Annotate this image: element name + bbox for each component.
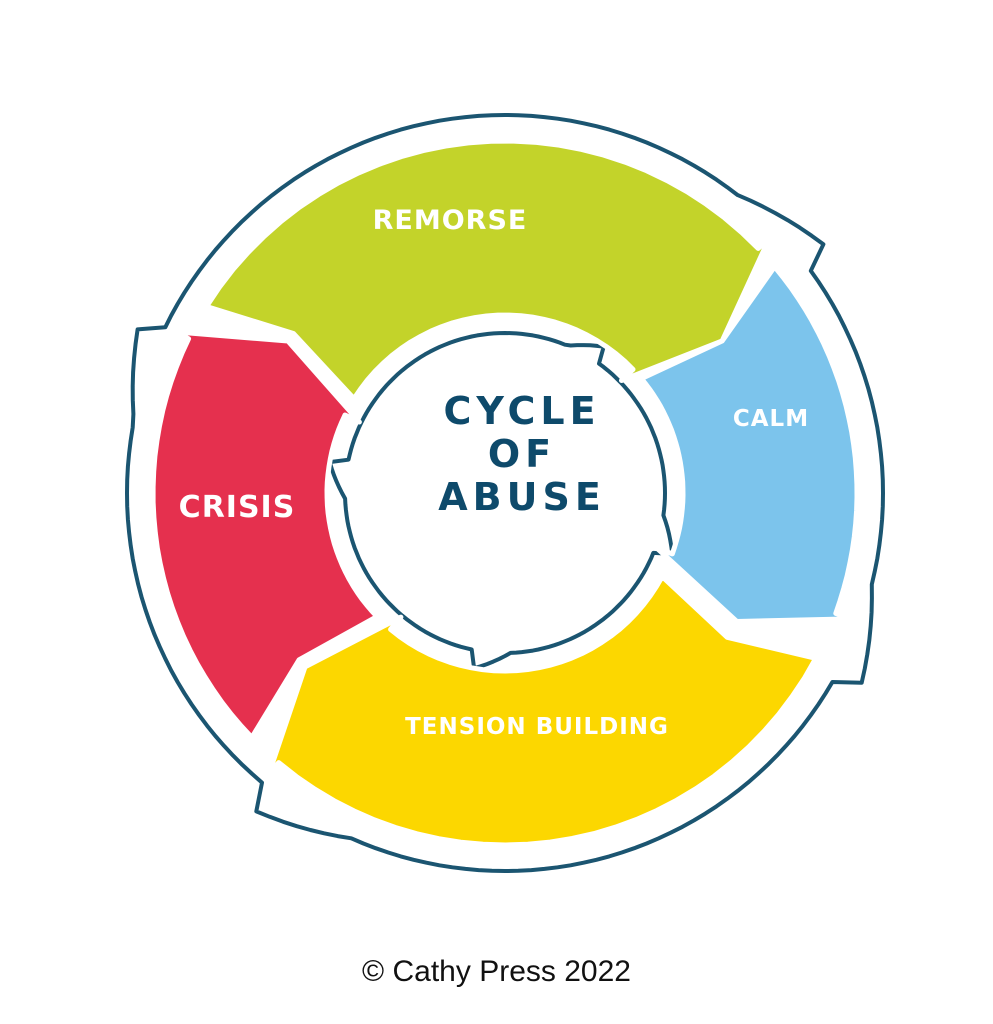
calm-arrow <box>638 264 860 624</box>
copyright-notice: © Cathy Press 2022 <box>362 955 631 988</box>
remorse-label: REMORSE <box>373 205 528 236</box>
center-title-line2: OF <box>488 432 556 476</box>
crisis-arrow <box>150 329 380 740</box>
tension-building-arrow <box>266 574 819 848</box>
center-title-line1: CYCLE <box>443 389 600 433</box>
crisis-label: CRISIS <box>179 490 296 525</box>
inner-ring-outline <box>327 331 675 671</box>
calm-label: CALM <box>733 406 809 432</box>
tension-building-label: TENSION BUILDING <box>405 714 669 740</box>
cycle-of-abuse-diagram: REMORSE CALM TENSION BUILDING CRISIS CYC… <box>125 113 885 873</box>
center-title-line3: ABUSE <box>438 475 606 519</box>
